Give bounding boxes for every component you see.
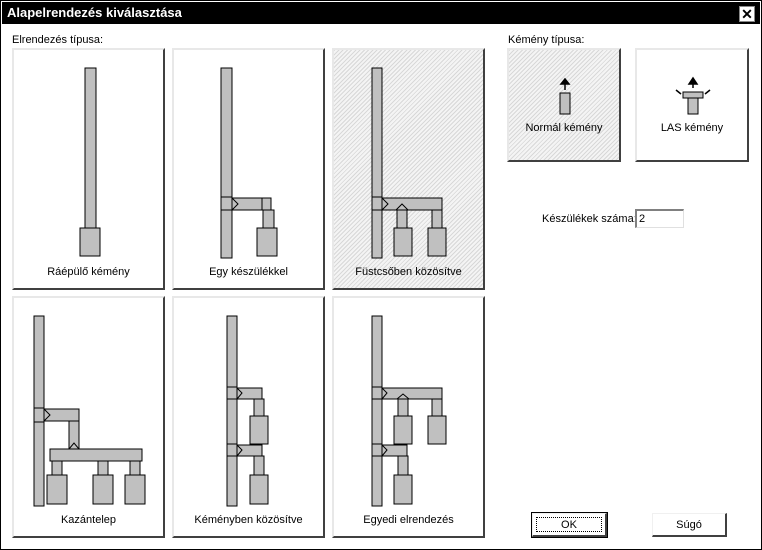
ok-focus-rect	[536, 517, 602, 532]
raepulo-chimney-icon	[79, 67, 101, 257]
chimney-label-las: LAS kémény	[660, 122, 724, 134]
layout-tile-egy-keszulekkel[interactable]: Egy készülékkel	[172, 48, 325, 290]
close-icon: ✕	[741, 6, 753, 22]
custom-layout-chimney-icon	[371, 315, 447, 507]
layout-label-kemenyben-kozositve: Kéményben közösítve	[194, 514, 303, 526]
las-chimney-icon	[675, 76, 711, 115]
chimney-shared-icon	[226, 315, 269, 507]
single-device-chimney-icon	[220, 67, 278, 259]
layout-tile-raepulo[interactable]: Ráépülő kémény	[12, 48, 165, 290]
layout-label-egyedi-elrendezes: Egyedi elrendezés	[363, 514, 454, 526]
help-button[interactable]: Súgó	[652, 513, 727, 537]
layout-type-label: Elrendezés típusa:	[12, 34, 104, 46]
layout-label-kazantelep: Kazántelep	[60, 514, 117, 526]
help-button-label: Súgó	[676, 519, 702, 531]
layout-tile-egyedi-elrendezes[interactable]: Egyedi elrendezés	[332, 296, 485, 538]
window-title: Alapelrendezés kiválasztása	[7, 5, 182, 20]
chimney-label-normal: Normál kémény	[525, 122, 603, 134]
boiler-plant-chimney-icon	[33, 315, 146, 507]
close-button[interactable]: ✕	[739, 6, 755, 22]
layout-label-egy-keszulekkel: Egy készülékkel	[209, 266, 288, 278]
flue-shared-chimney-icon	[371, 67, 447, 259]
title-bar: Alapelrendezés kiválasztása ✕	[2, 2, 760, 24]
ok-button-label: OK	[561, 519, 577, 531]
layout-tile-kazantelep[interactable]: Kazántelep	[12, 296, 165, 538]
ok-button[interactable]: OK	[531, 512, 608, 538]
layout-tile-kemenyben-kozositve[interactable]: Kéményben közösítve	[172, 296, 325, 538]
normal-chimney-icon	[559, 77, 571, 115]
chimney-type-las[interactable]: LAS kémény	[635, 48, 749, 162]
layout-label-fustcsoben-kozositve: Füstcsőben közösítve	[355, 266, 462, 278]
chimney-type-normal[interactable]: Normál kémény	[507, 48, 621, 162]
device-count-label: Készülékek száma:	[542, 213, 637, 225]
device-count-field[interactable]	[635, 209, 684, 228]
layout-tile-fustcsoben-kozositve[interactable]: Füstcsőben közösítve	[332, 48, 485, 290]
chimney-type-label: Kémény típusa:	[508, 34, 585, 46]
layout-label-raepulo: Ráépülő kémény	[47, 266, 130, 278]
